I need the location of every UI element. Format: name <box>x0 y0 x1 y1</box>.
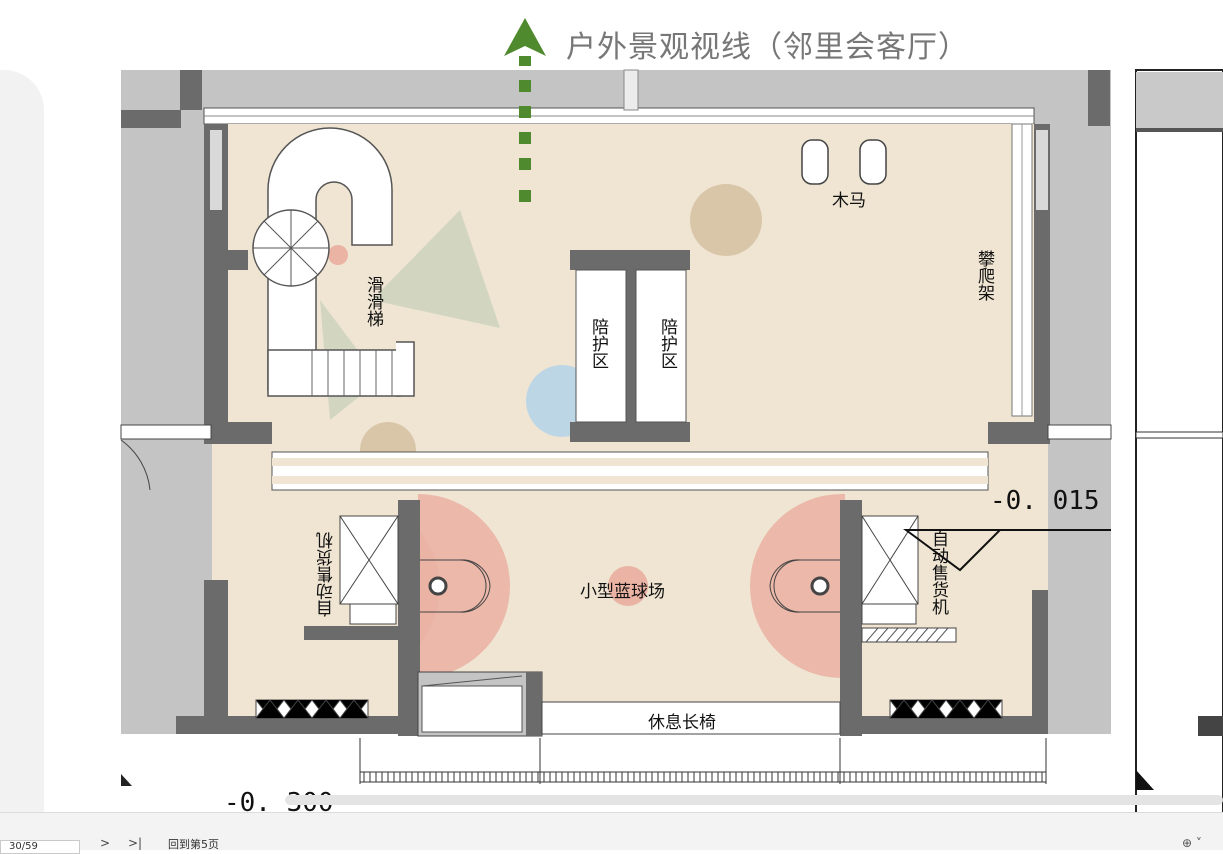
slide-shape <box>267 127 393 391</box>
elevation-label-a: -0. 015 <box>990 486 1100 516</box>
label-slide: 滑滑梯 <box>363 276 383 327</box>
bottom-fence <box>359 738 1047 784</box>
last-page-button[interactable]: >| <box>128 836 143 850</box>
label-climb: 攀爬架 <box>974 250 994 301</box>
horizontal-scrollbar[interactable] <box>285 795 1223 805</box>
page-number-input[interactable]: 30/59 <box>0 840 80 854</box>
view-line-title: 户外景观视线（邻里会客厅） <box>566 30 969 65</box>
floor-strip <box>271 451 989 491</box>
zoom-icon[interactable]: ⊕ ˅ <box>1182 836 1202 850</box>
bench <box>541 701 841 735</box>
side-panel[interactable] <box>0 70 44 830</box>
next-page-button[interactable]: > <box>100 836 111 850</box>
triangle-decor <box>372 210 500 328</box>
label-basketball: 小型蓝球场 <box>580 582 665 602</box>
goto-page-link[interactable]: 回到第5页 <box>168 838 219 851</box>
circle-brown <box>690 184 762 256</box>
view-line <box>519 56 531 202</box>
arrow-icon <box>504 18 546 56</box>
horse-icon <box>801 139 887 185</box>
status-bar <box>0 812 1223 850</box>
label-vending-left: 自动售货机 <box>317 532 337 617</box>
label-bench: 休息长椅 <box>648 713 716 733</box>
right-building <box>1135 69 1223 817</box>
label-horse: 木马 <box>832 191 866 211</box>
label-escort-left: 陪护区 <box>588 318 608 369</box>
label-vending-right: 自动售货机 <box>928 530 948 615</box>
label-escort-right: 陪护区 <box>657 318 677 369</box>
